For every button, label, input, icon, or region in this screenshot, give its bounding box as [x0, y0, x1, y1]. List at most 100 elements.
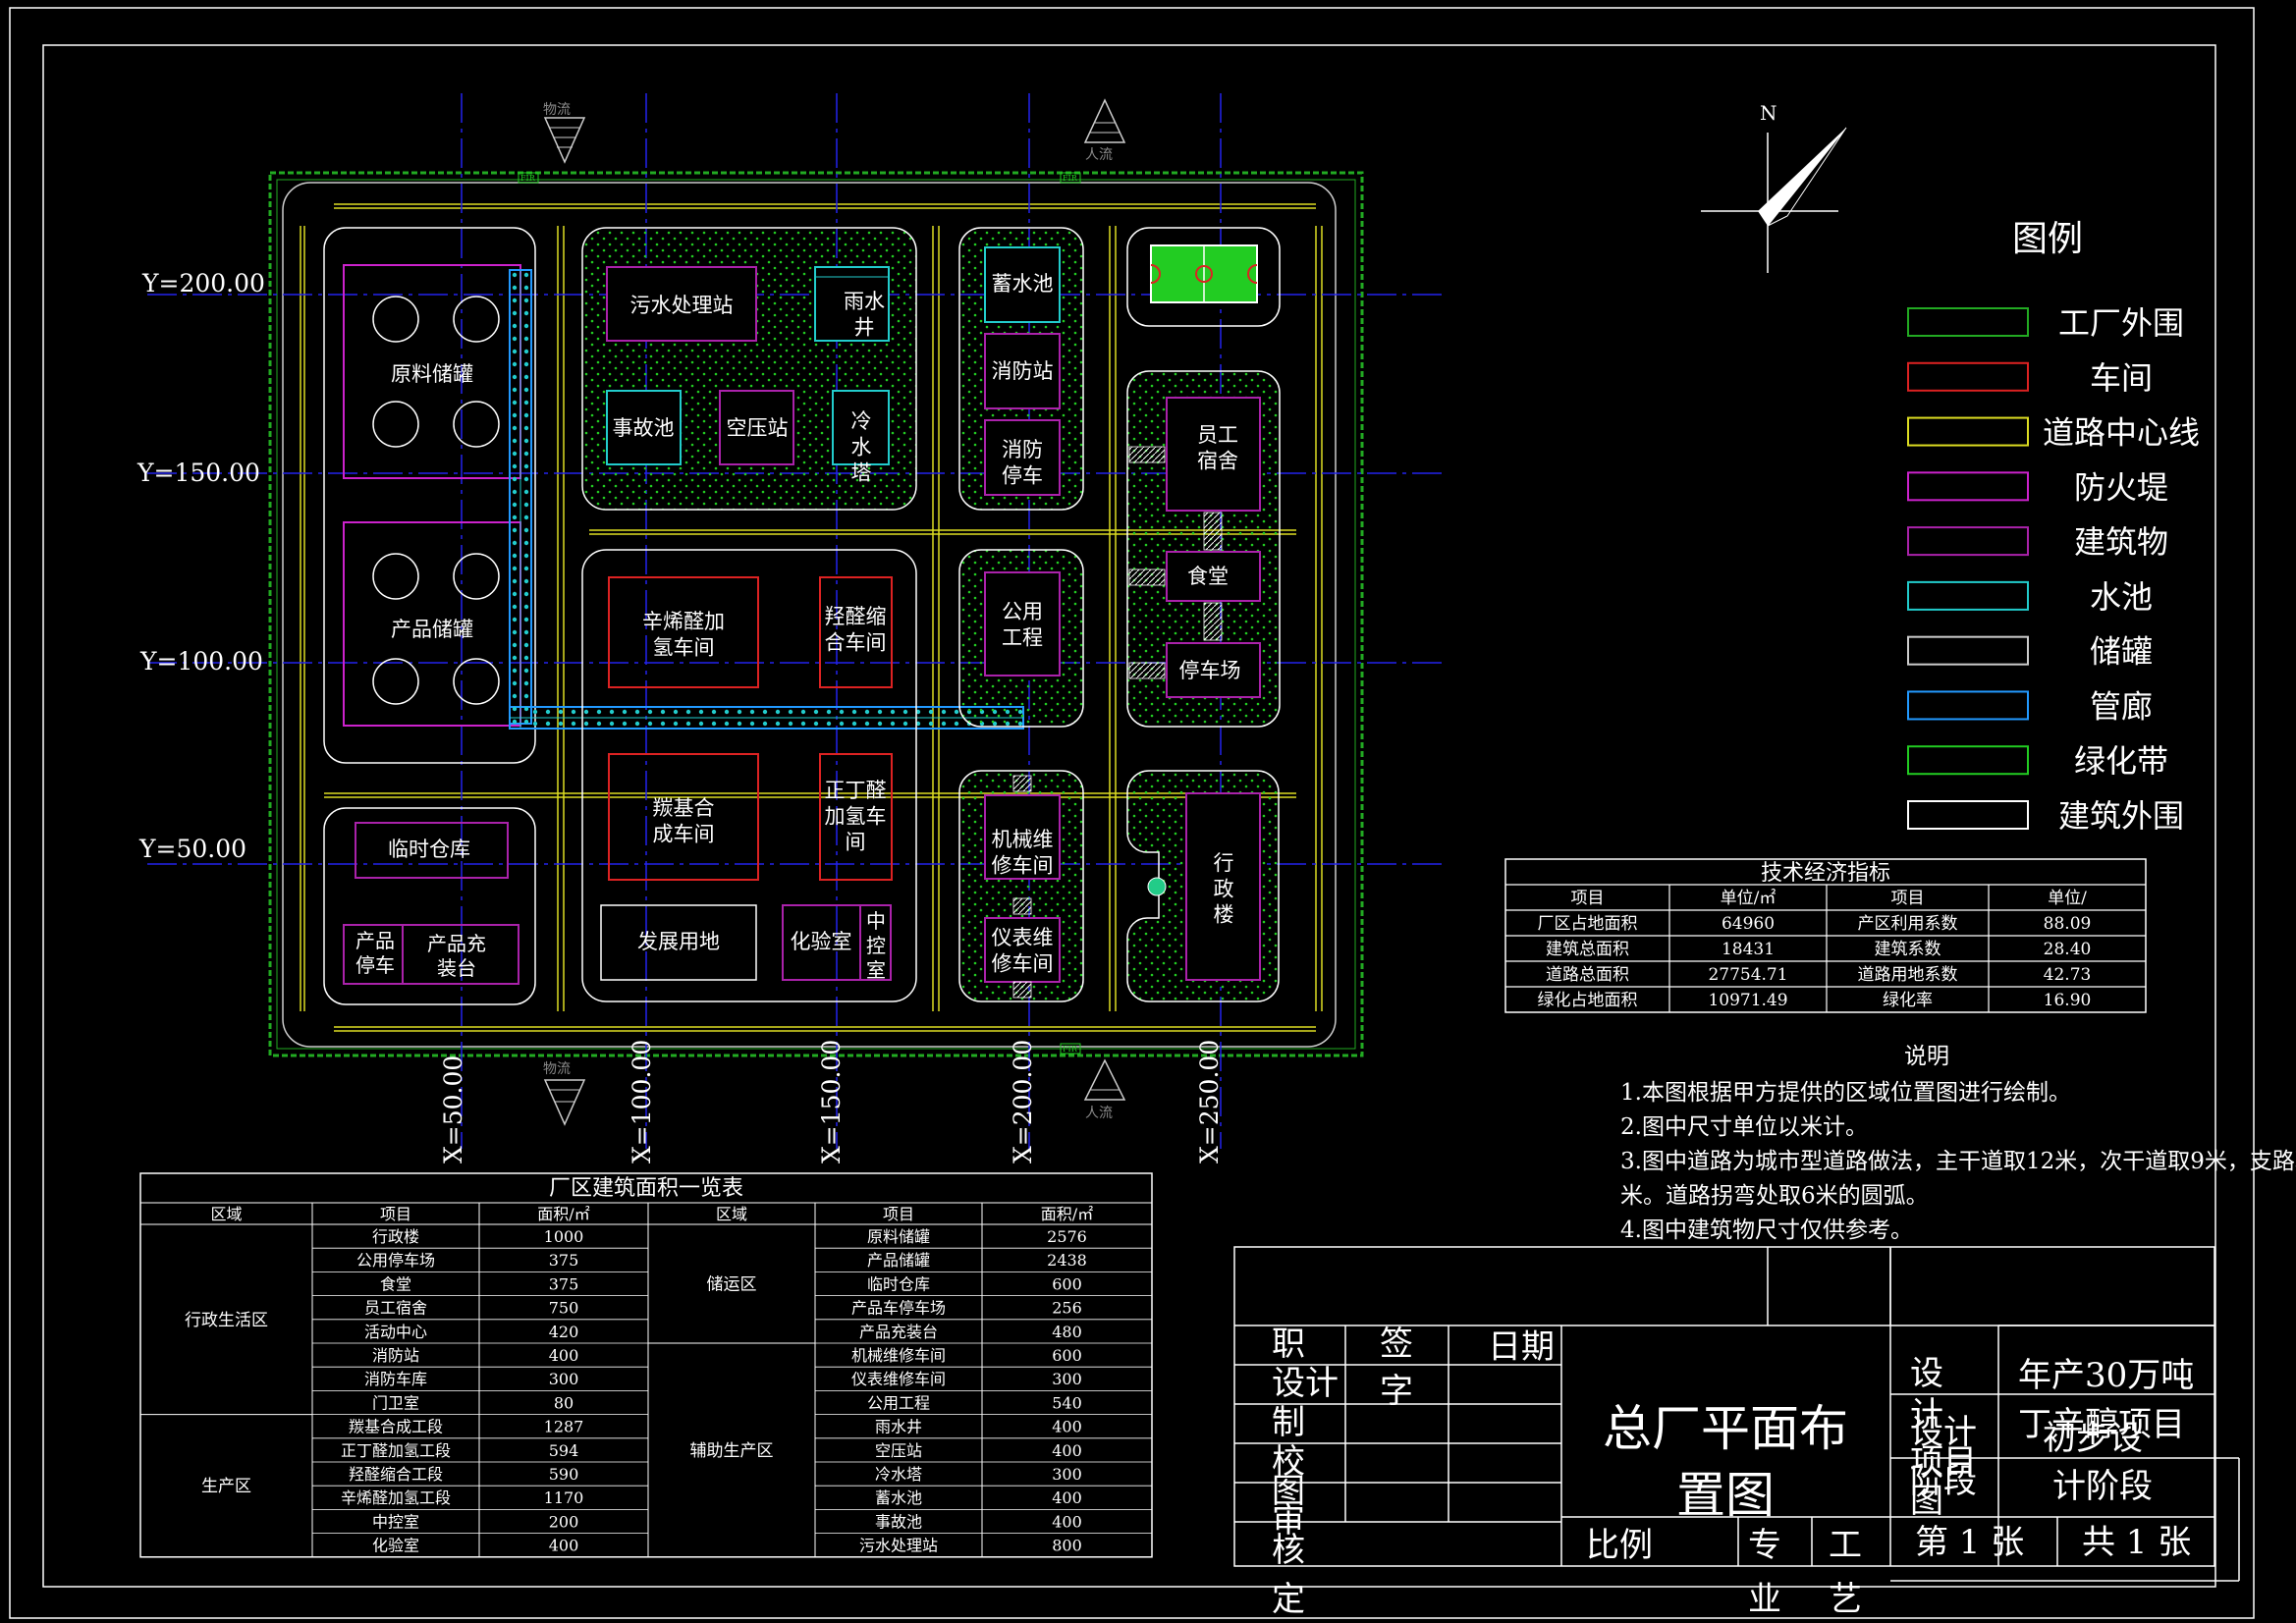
temp-warehouse-label: 临时仓库 — [388, 838, 470, 861]
area-cell: 80 — [554, 1393, 574, 1412]
staff-dorm-label: 员工宿舍 — [1197, 423, 1238, 472]
gate-logistics-top-label: 物流 — [543, 102, 571, 118]
parking-label: 停车场 — [1179, 659, 1241, 682]
pipe-node — [711, 709, 717, 715]
area-cell: 800 — [1052, 1537, 1082, 1555]
inner-frame — [42, 44, 2216, 1588]
pipe-node — [890, 709, 896, 715]
area-header: 面积/㎡ — [1041, 1205, 1093, 1223]
pipe-node — [877, 709, 883, 715]
pipe-node — [532, 709, 538, 715]
tb-scale: 比例 — [1586, 1526, 1653, 1565]
pipe-node — [523, 693, 529, 699]
pipe-node — [512, 502, 518, 508]
tb-sign-word: 字 — [1380, 1372, 1413, 1411]
tb-project-1: 项目 — [1910, 1442, 1977, 1482]
note-line-4: 米。道路拐弯处取6米的圆弧。 — [1620, 1183, 1929, 1209]
legend-item: 绿化带 — [2074, 742, 2168, 780]
pipe-node — [634, 721, 640, 727]
pipe-node — [512, 298, 518, 303]
tb-date: 日期 — [1488, 1327, 1555, 1367]
pipe-node — [512, 604, 518, 610]
pipe-node — [523, 553, 529, 559]
area-cell: 400 — [1052, 1441, 1082, 1460]
water-tank-label: 蓄水池 — [992, 272, 1054, 296]
hydrogenation-box — [608, 576, 759, 688]
north-label: N — [1760, 101, 1777, 125]
pipe-node — [698, 721, 704, 727]
oxo-label: 羰基合成车间 — [653, 796, 715, 845]
area-cell: 1287 — [544, 1418, 584, 1436]
x-axis-labels: X=50.00 X=100.00 X=150.00 X=200.00 X=250… — [439, 1040, 1224, 1163]
product-storage-tanks — [372, 553, 500, 705]
pipe-node — [839, 721, 845, 727]
pipe-node — [512, 451, 518, 457]
y-label-150: Y=150.00 — [137, 459, 260, 487]
pipe-node — [523, 387, 529, 393]
area-cell: 公用工程 — [867, 1393, 930, 1412]
pipe-node — [512, 566, 518, 571]
pipe-node — [800, 721, 806, 727]
tech-cell: 产区利用系数 — [1858, 914, 1958, 934]
pipe-node — [512, 374, 518, 380]
pipe-node — [512, 668, 518, 674]
area-group-left: 行政生活区 — [185, 1311, 268, 1330]
y-label-200: Y=200.00 — [141, 269, 265, 298]
area-cell: 辛烯醛加氢工段 — [341, 1488, 451, 1507]
area-cell: 420 — [549, 1323, 579, 1341]
pipe-node — [512, 642, 518, 648]
gate-tag-1: FIR — [520, 174, 536, 183]
gate-pedestrian-top: 人流 — [1083, 98, 1126, 163]
gate-pedestrian-bottom: 人流 — [1083, 1058, 1126, 1121]
area-cell: 600 — [1052, 1274, 1082, 1293]
pipe-node — [523, 719, 529, 725]
pipe-node — [954, 721, 959, 727]
pipe-node — [512, 591, 518, 597]
pipe-node — [864, 709, 870, 715]
pipe-node — [915, 709, 921, 715]
area-group-left: 生产区 — [201, 1477, 251, 1496]
hatch-paths-repair — [1012, 775, 1032, 999]
pipe-node — [596, 721, 602, 727]
tech-cell: 建筑总面积 — [1546, 940, 1629, 959]
cooling-tower-label: 冷水塔 — [851, 409, 872, 485]
area-cell: 中控室 — [372, 1512, 419, 1531]
area-cell: 400 — [1052, 1418, 1082, 1436]
legend-item: 防火堤 — [2074, 468, 2168, 506]
public-works-box — [984, 571, 1061, 676]
pipe-node — [788, 709, 793, 715]
pipe-node — [813, 709, 819, 715]
x-label-200: X=200.00 — [1009, 1040, 1037, 1163]
pipe-node — [512, 527, 518, 533]
guard-point — [1147, 877, 1167, 896]
area-cell: 产品储罐 — [867, 1251, 930, 1270]
hydrogenation-label: 辛烯醛加氢车间 — [642, 610, 725, 659]
lab-control-box — [782, 904, 892, 981]
pipe-node — [647, 709, 653, 715]
legend-swatch — [1907, 580, 2029, 611]
area-cell: 冷水塔 — [875, 1465, 922, 1484]
rain-well-label: 雨水井 — [844, 290, 885, 339]
pipe-node — [512, 412, 518, 418]
tech-cell: 绿化率 — [1883, 991, 1933, 1010]
area-cell: 1000 — [544, 1227, 584, 1246]
pipe-node — [512, 489, 518, 495]
inst-repair-box — [984, 917, 1061, 983]
block-court — [1126, 227, 1281, 327]
pipe-node — [523, 349, 529, 354]
pipe-node — [523, 578, 529, 584]
area-cell: 仪表维修车间 — [851, 1370, 946, 1388]
development-label: 发展用地 — [637, 930, 720, 953]
pipe-node — [523, 412, 529, 418]
control-label: 中控室 — [866, 909, 886, 982]
pipe-node — [523, 514, 529, 520]
tb-approve: 核 — [1272, 1531, 1305, 1570]
pipe-node — [523, 451, 529, 457]
gate-logistics-bottom: 物流 — [543, 1061, 586, 1126]
sewage-label: 污水处理站 — [630, 294, 734, 317]
area-cell: 雨水井 — [875, 1418, 922, 1436]
pipe-node — [523, 310, 529, 316]
pipe-node — [609, 721, 615, 727]
block-warehouse — [323, 807, 536, 1005]
